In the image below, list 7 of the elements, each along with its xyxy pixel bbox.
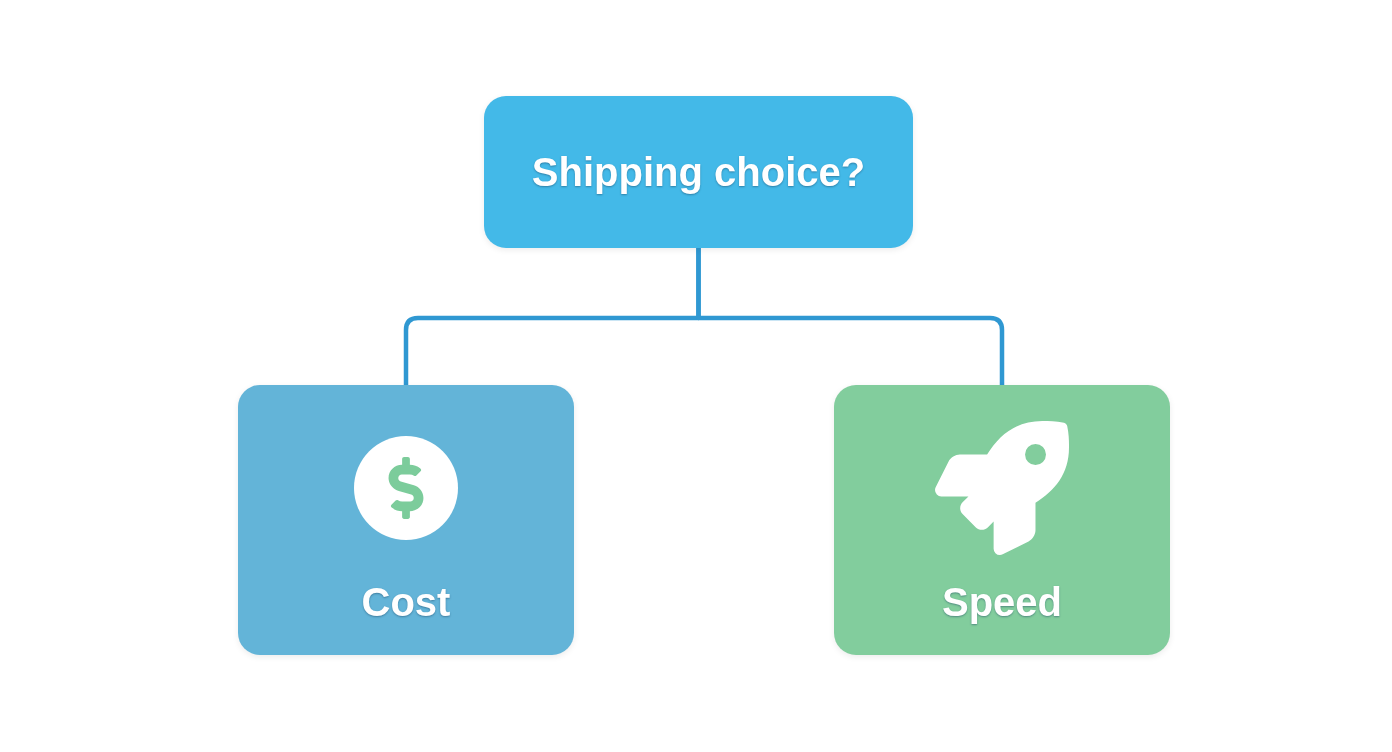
option-label: Cost bbox=[361, 579, 451, 625]
option-label: Speed bbox=[941, 579, 1062, 625]
option-card bbox=[238, 385, 574, 655]
question-text: Shipping choice? bbox=[531, 149, 866, 195]
option-card bbox=[834, 385, 1170, 655]
connector-line bbox=[696, 245, 1005, 388]
question-box bbox=[484, 96, 913, 248]
